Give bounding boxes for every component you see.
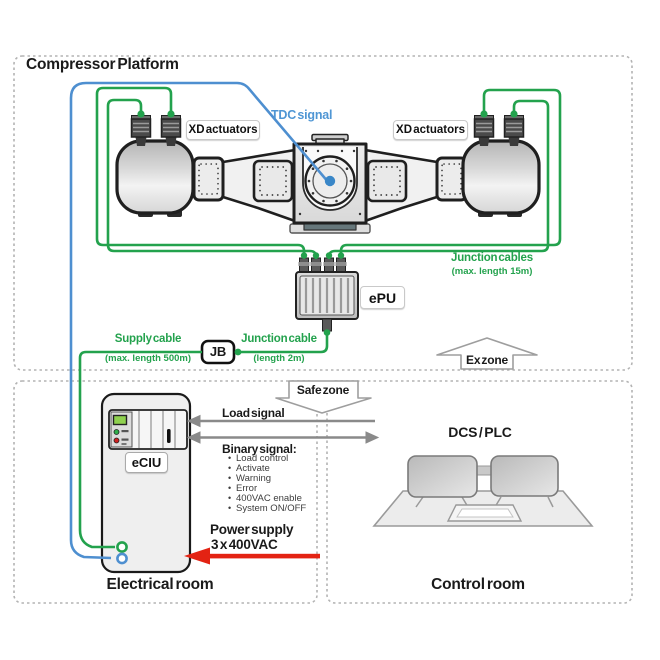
power-supply-line1: Power supply bbox=[210, 522, 294, 537]
eciu-blue-terminal bbox=[116, 552, 128, 565]
safe-zone-label: Safe zone bbox=[296, 383, 350, 397]
green-cables bbox=[78, 86, 562, 549]
dcs-monitor-right bbox=[490, 455, 559, 497]
binary-signal-item: System ON/OFF bbox=[236, 502, 307, 514]
dcs-plc-label: DCS / PLC bbox=[448, 424, 512, 440]
load-signal-label: Load signal bbox=[222, 406, 285, 420]
compressor-machine bbox=[115, 133, 541, 234]
eciu-led-red bbox=[113, 437, 120, 444]
dcs-monitor-left bbox=[407, 455, 478, 498]
blue-tdc-cable bbox=[69, 81, 330, 560]
binary-signal-list: •Load control •Activate •Warning •Error … bbox=[228, 453, 307, 514]
cable-connector-dots bbox=[137, 110, 518, 356]
ex-zone-label: Ex zone bbox=[466, 353, 508, 367]
epu-label: ePU bbox=[360, 286, 405, 309]
electrical-room-title: Electrical room bbox=[106, 576, 214, 593]
supply-cable-label: Supply cable bbox=[114, 333, 182, 345]
epu-unit bbox=[295, 257, 359, 332]
xd-actuator-units bbox=[130, 115, 525, 138]
junction-cables-sub: (max. length 15m) bbox=[451, 266, 533, 277]
eciu-cabinet bbox=[100, 392, 192, 574]
xd-actuators-label-right: XD actuators bbox=[393, 120, 468, 140]
binary-signal-item: Load control bbox=[236, 453, 289, 464]
eciu-label: eCIU bbox=[125, 452, 168, 473]
bullet-icon: • bbox=[228, 502, 232, 513]
safe-zone-arrow bbox=[275, 380, 372, 414]
xd-actuators-label-left: XD actuators bbox=[186, 120, 260, 140]
eciu-display bbox=[112, 414, 128, 426]
junction-cables-label: Junction cables bbox=[451, 252, 533, 264]
bullet-icon: • bbox=[228, 492, 232, 503]
binary-signal-item: Warning bbox=[236, 472, 272, 484]
bullet-icon: • bbox=[228, 472, 232, 483]
dcs-workstation bbox=[372, 455, 594, 527]
eciu-green-terminal bbox=[116, 541, 128, 553]
binary-signal-item: Activate bbox=[236, 462, 270, 474]
junction-cable-sub: (length 2m) bbox=[253, 353, 305, 364]
bullet-icon: • bbox=[228, 462, 232, 473]
platform-title: Compressor Platform bbox=[26, 56, 179, 73]
tdc-signal-label: TDC signal bbox=[271, 108, 333, 122]
bullet-icon: • bbox=[228, 453, 232, 463]
signal-lines bbox=[186, 414, 380, 444]
binary-signal-item: 400VAC enable bbox=[236, 492, 302, 504]
ex-zone-arrow bbox=[436, 337, 538, 370]
control-room-title: Control room bbox=[431, 576, 525, 593]
power-supply-arrow bbox=[184, 547, 320, 565]
tdc-sensor-dot bbox=[324, 175, 336, 187]
power-supply-line2: 3 x 400VAC bbox=[211, 537, 278, 552]
junction-cable-label: Junction cable bbox=[241, 333, 317, 345]
binary-signal-item: Error bbox=[236, 482, 258, 494]
eciu-led-green bbox=[113, 429, 120, 435]
bullet-icon: • bbox=[228, 482, 232, 493]
binary-signal-title: Binary signal: bbox=[222, 442, 297, 456]
jb-label: JB bbox=[209, 344, 227, 359]
supply-cable-sub: (max. length 500m) bbox=[104, 353, 192, 364]
